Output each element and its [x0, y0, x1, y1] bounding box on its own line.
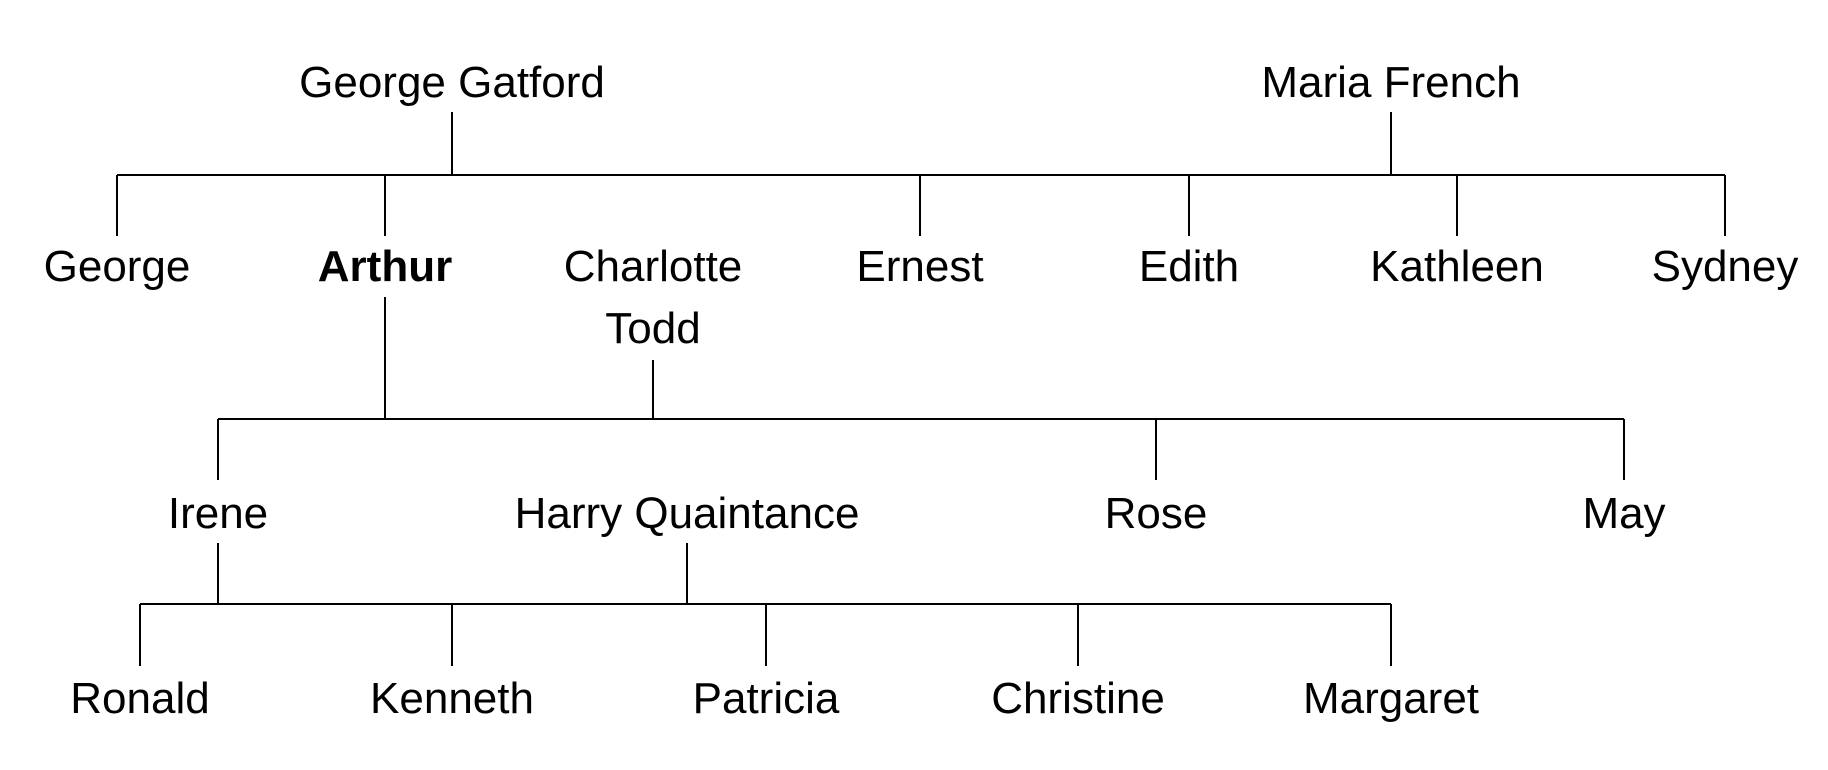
person-may: May [1582, 489, 1666, 538]
person-christine: Christine [991, 674, 1165, 723]
person-maria-french: Maria French [1261, 58, 1521, 107]
person-ernest: Ernest [856, 242, 984, 291]
person-harry-quaintance: Harry Quaintance [514, 489, 860, 538]
person-charlotte-todd-last: Todd [605, 304, 701, 353]
person-rose: Rose [1104, 489, 1208, 538]
person-ronald: Ronald [70, 674, 210, 723]
person-george-gatford: George Gatford [299, 58, 605, 107]
person-kenneth: Kenneth [370, 674, 534, 723]
person-charlotte-todd: Charlotte Todd [564, 236, 743, 360]
person-patricia: Patricia [692, 674, 840, 723]
person-margaret: Margaret [1302, 674, 1480, 723]
person-arthur: Arthur [317, 242, 453, 291]
person-irene: Irene [167, 489, 269, 538]
person-sydney: Sydney [1651, 242, 1799, 291]
person-charlotte-todd-first: Charlotte [563, 242, 743, 291]
person-edith: Edith [1138, 242, 1240, 291]
person-kathleen: Kathleen [1370, 242, 1544, 291]
person-george: George [43, 242, 191, 291]
